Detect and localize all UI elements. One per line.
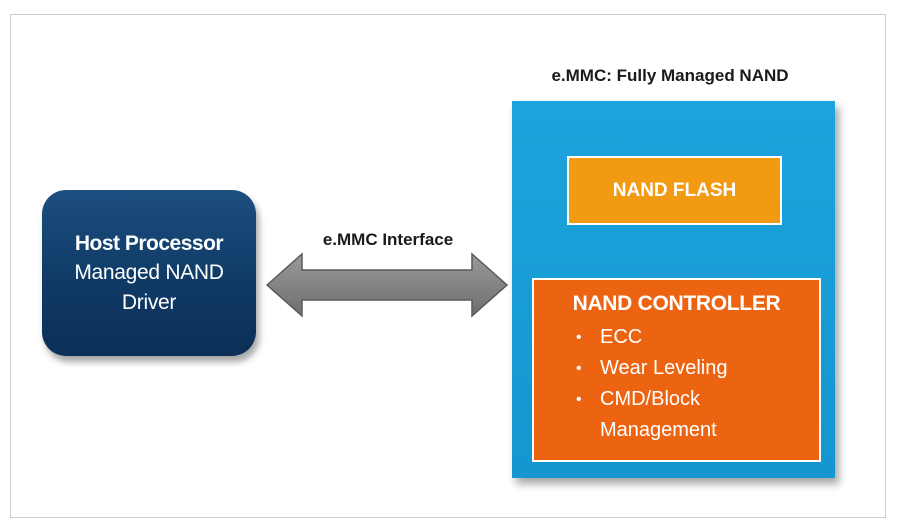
double-arrow-icon bbox=[265, 252, 509, 318]
list-item: • Wear Leveling bbox=[570, 353, 819, 384]
nand-flash-label: NAND FLASH bbox=[612, 179, 737, 201]
bullet-icon: • bbox=[576, 360, 582, 377]
bullet-icon: • bbox=[576, 329, 582, 346]
host-title: Host Processor bbox=[74, 232, 224, 255]
feature-management: Management bbox=[600, 419, 717, 441]
list-item: Management bbox=[570, 415, 819, 446]
arrow-shape bbox=[265, 252, 509, 318]
feature-wear-leveling: Wear Leveling bbox=[600, 357, 728, 379]
list-item: • CMD/Block bbox=[570, 384, 819, 415]
bullet-icon: • bbox=[576, 391, 582, 408]
host-line-1: Managed NAND bbox=[74, 261, 224, 284]
feature-ecc: ECC bbox=[600, 326, 643, 348]
nand-flash-block: NAND FLASH bbox=[567, 156, 782, 225]
controller-feature-list: • ECC • Wear Leveling • CMD/Block Manage… bbox=[534, 322, 819, 446]
interface-label: e.MMC Interface bbox=[322, 230, 454, 249]
emmc-title: e.MMC: Fully Managed NAND bbox=[551, 66, 789, 85]
controller-title: NAND CONTROLLER bbox=[572, 292, 781, 315]
feature-cmd-block: CMD/Block bbox=[600, 388, 701, 410]
host-line-2: Driver bbox=[121, 291, 177, 314]
list-item: • ECC bbox=[570, 322, 819, 353]
host-processor-block: Host Processor Managed NAND Driver bbox=[42, 190, 256, 356]
nand-controller-block: NAND CONTROLLER • ECC • Wear Leveling • … bbox=[532, 278, 821, 462]
